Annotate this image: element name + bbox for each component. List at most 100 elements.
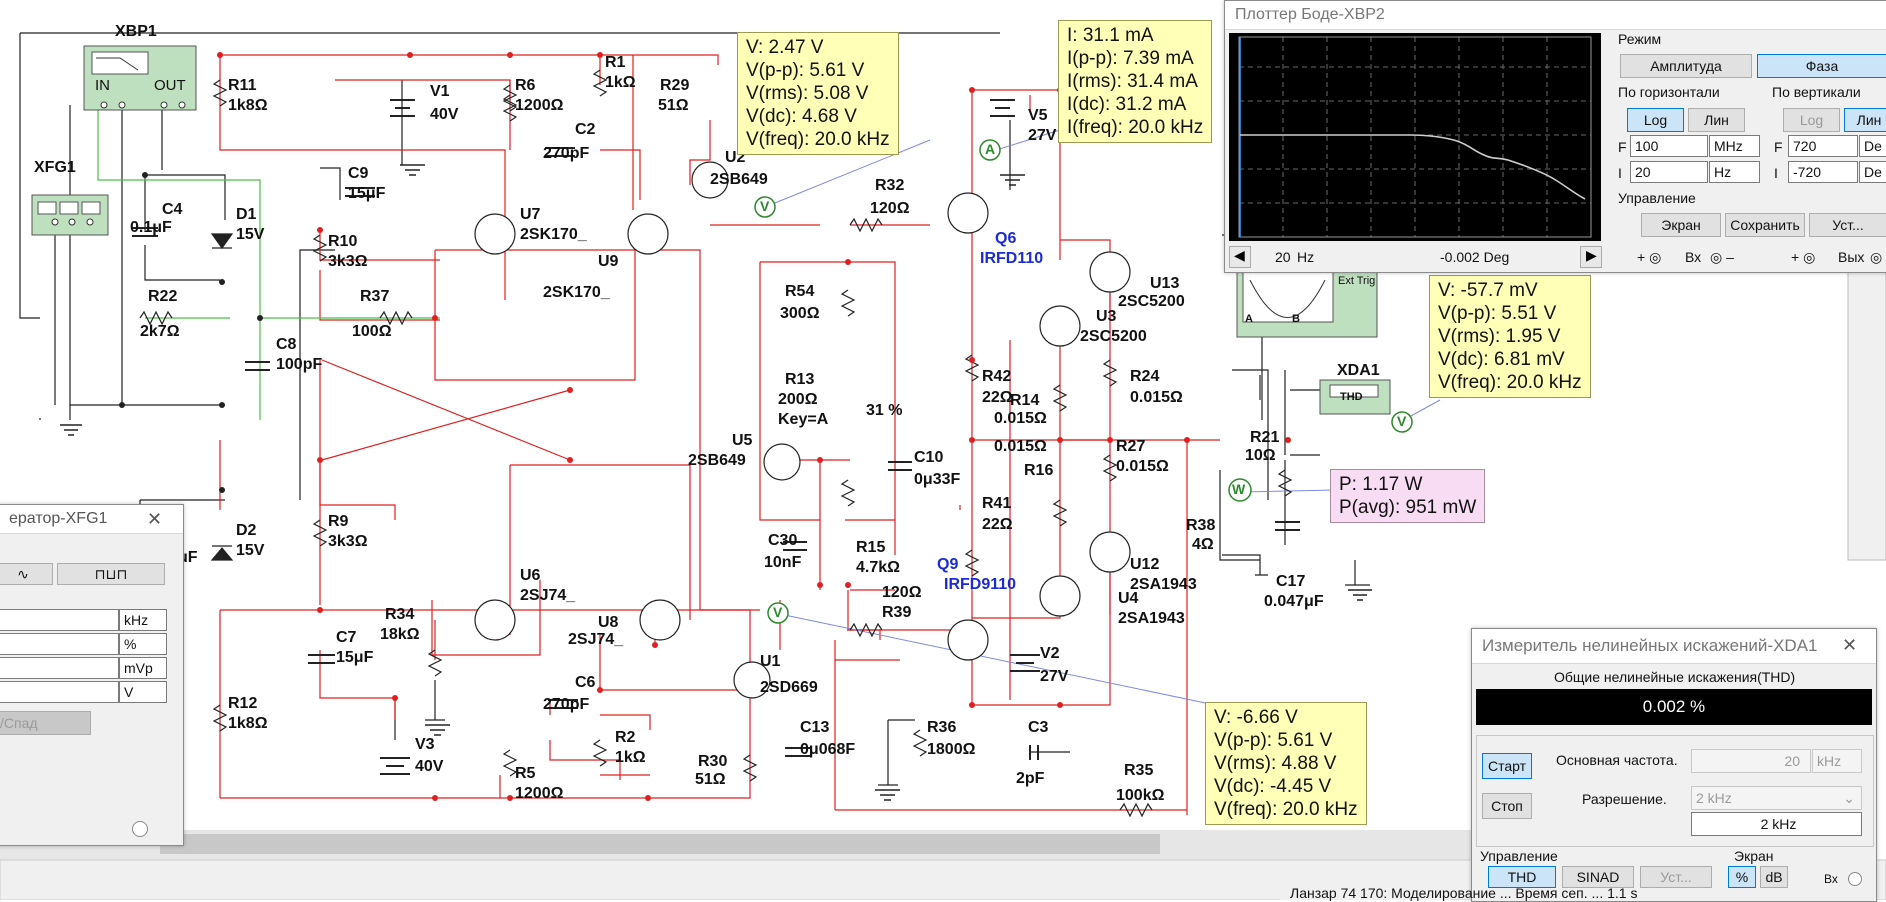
- square-wave-icon: ⊓⊔⊓: [94, 566, 128, 582]
- thd-title[interactable]: Измеритель нелинейных искажений-XDA1: [1472, 629, 1876, 664]
- v-final-field[interactable]: 720: [1788, 135, 1858, 157]
- label-u5-value: 2SB649: [688, 452, 746, 469]
- label-u3: U3: [1096, 308, 1117, 325]
- ammeter-probe-icon[interactable]: A: [985, 141, 996, 157]
- probe-2-line: I(freq): 20.0 kHz: [1067, 117, 1204, 138]
- offset-field[interactable]: [0, 681, 119, 703]
- bode-settings-button[interactable]: Уст...: [1809, 213, 1886, 237]
- label-c4-value: 0.1μF: [130, 219, 172, 236]
- probe-5-line: V(dc): -4.45 V: [1214, 776, 1332, 797]
- probe-readout-2: I: 31.1 mA I(p-p): 7.39 mA I(rms): 31.4 …: [1058, 20, 1213, 143]
- label-q9: Q9: [937, 556, 959, 573]
- resolution-label: Разрешение.: [1582, 791, 1667, 807]
- label-r34-value: 18kΩ: [380, 626, 420, 643]
- duty-cycle-field[interactable]: [0, 633, 119, 655]
- label-u8: U8: [598, 614, 619, 631]
- horizontal-log-button[interactable]: Log: [1627, 108, 1684, 132]
- horizontal-lin-button[interactable]: Лин: [1688, 108, 1745, 132]
- v-initial-unit[interactable]: De: [1859, 161, 1886, 183]
- thd-heading: Общие нелинейные искажения(THD): [1554, 669, 1796, 685]
- bode-title[interactable]: Плоттер Боде-XBP2: [1225, 1, 1886, 30]
- xfg-title[interactable]: ератор-XFG1: [0, 505, 183, 534]
- duty-cycle-unit[interactable]: %: [119, 633, 167, 655]
- thd-meter-window[interactable]: Измеритель нелинейных искажений-XDA1 ✕ О…: [1471, 628, 1877, 902]
- label-u13: U13: [1150, 275, 1180, 292]
- function-generator-window[interactable]: ератор-XFG1 ✕ ∿ ⊓⊔⊓ kHz % mVp V /Спад: [0, 504, 184, 846]
- xfg-close-icon[interactable]: ✕: [147, 509, 163, 529]
- label-u4: U4: [1118, 590, 1139, 607]
- bode-in-minus: ◎ –: [1710, 249, 1734, 265]
- voltage-probe-bottom-icon[interactable]: V: [773, 604, 783, 620]
- fundamental-freq-unit[interactable]: kHz: [1812, 749, 1862, 773]
- bode-control-label: Управление: [1618, 190, 1696, 206]
- label-c7: C7: [336, 629, 357, 646]
- label-c6-value: 270pF: [543, 696, 590, 713]
- phase-button[interactable]: Фаза: [1757, 54, 1886, 78]
- label-u8-value: 2SJ74_: [568, 631, 624, 648]
- v-final-unit[interactable]: De: [1859, 135, 1886, 157]
- offset-unit[interactable]: V: [119, 681, 167, 703]
- label-d2: D2: [236, 522, 257, 539]
- square-wave-button[interactable]: ⊓⊔⊓: [57, 563, 165, 585]
- label-r29-value: 51Ω: [658, 97, 689, 114]
- probe-5-line: V(freq): 20.0 kHz: [1214, 799, 1358, 820]
- fundamental-freq-field[interactable]: 20: [1691, 749, 1811, 773]
- label-r37: R37: [360, 288, 390, 305]
- vertical-lin-button[interactable]: Лин: [1844, 108, 1886, 132]
- sinad-mode-button[interactable]: SINAD: [1562, 866, 1634, 888]
- junctions: [217, 52, 1291, 801]
- probe-readout-5: V: -6.66 V V(p-p): 5.61 V V(rms): 4.88 V…: [1205, 702, 1367, 825]
- thd-mode-button[interactable]: THD: [1488, 866, 1556, 888]
- label-r37-value: 100Ω: [352, 323, 392, 340]
- bode-out-minus: ◎: [1870, 249, 1883, 265]
- probe-readout-3: V: -57.7 mV V(p-p): 5.51 V V(rms): 1.95 …: [1429, 275, 1591, 398]
- bode-out-label: Вых: [1838, 249, 1865, 265]
- label-c6: C6: [575, 674, 596, 691]
- rise-fall-button[interactable]: /Спад: [0, 711, 91, 735]
- bode-reverse-button[interactable]: Экран: [1641, 213, 1721, 237]
- label-r41-value: 22Ω: [982, 516, 1013, 533]
- amplitude-button[interactable]: Амплитуда: [1620, 54, 1752, 78]
- v-initial-field[interactable]: -720: [1788, 161, 1858, 183]
- probe-1-line: V(dc): 4.68 V: [746, 106, 857, 127]
- bode-save-button[interactable]: Сохранить: [1725, 213, 1805, 237]
- label-r24-value: 0.015Ω: [1130, 389, 1183, 406]
- label-r22: R22: [148, 288, 178, 305]
- h-final-field[interactable]: 100: [1630, 135, 1708, 157]
- wattmeter-probe-icon[interactable]: W: [1232, 481, 1246, 497]
- amplitude-unit[interactable]: mVp: [119, 657, 167, 679]
- percent-button[interactable]: %: [1728, 866, 1756, 888]
- h-final-unit[interactable]: MHz: [1709, 135, 1760, 157]
- label-r12-value: 1k8Ω: [228, 715, 268, 732]
- db-button[interactable]: dB: [1760, 866, 1788, 888]
- thd-stop-button[interactable]: Стоп: [1482, 793, 1532, 819]
- label-r5-value: 1200Ω: [515, 785, 564, 802]
- voltage-probe-icon[interactable]: V: [760, 198, 770, 214]
- frequency-field[interactable]: [0, 609, 119, 631]
- voltage-probe-output-icon[interactable]: V: [1397, 413, 1407, 429]
- label-c8-value: 100pF: [276, 356, 323, 373]
- thd-controls-panel: [1476, 735, 1874, 847]
- thd-close-icon[interactable]: ✕: [1842, 635, 1858, 655]
- cursor-right-button[interactable]: ▶: [1580, 246, 1602, 268]
- label-r27-value: 0.015Ω: [1116, 458, 1169, 475]
- vertical-log-button[interactable]: Log: [1783, 108, 1840, 132]
- bode-plot-screen[interactable]: [1229, 33, 1601, 241]
- frequency-unit[interactable]: kHz: [119, 609, 167, 631]
- bode-in-plus: + ◎: [1637, 249, 1662, 265]
- status-text: Ланзар 74 170: Моделирование ... Время с…: [1290, 885, 1638, 901]
- label-r9-value: 3k3Ω: [328, 533, 368, 550]
- bode-plotter-window[interactable]: Плоттер Боде-XBP2 ◀ 20 Hz -0.002 Deg ▶ Р…: [1224, 0, 1886, 273]
- sine-wave-button[interactable]: ∿: [0, 563, 53, 585]
- amplitude-field[interactable]: [0, 657, 119, 679]
- resolution-value[interactable]: 2 kHz: [1691, 812, 1862, 836]
- cursor-left-button[interactable]: ◀: [1229, 246, 1251, 268]
- thd-start-button[interactable]: Старт: [1482, 753, 1532, 779]
- resolution-select[interactable]: 2 kHz⌄: [1691, 786, 1862, 810]
- thd-settings-button[interactable]: Уст...: [1640, 866, 1712, 888]
- h-initial-field[interactable]: 20: [1630, 161, 1708, 183]
- xfg-terminal-icon: [132, 821, 148, 837]
- label-xbp-out: OUT: [154, 77, 186, 94]
- label-c17: C17: [1276, 573, 1306, 590]
- h-initial-unit[interactable]: Hz: [1709, 161, 1760, 183]
